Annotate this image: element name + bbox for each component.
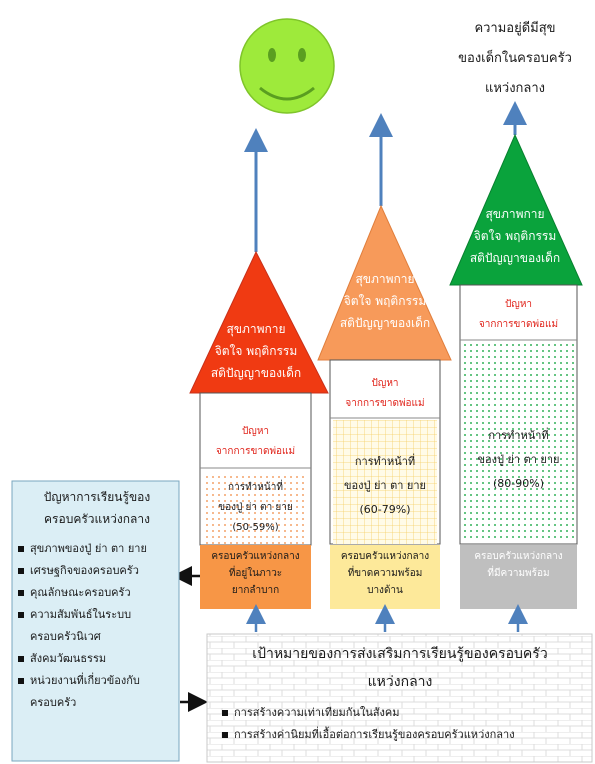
problem-1-line-1: ปัญหา (241, 426, 270, 437)
roof-2-line-1: สุขภาพกาย (355, 272, 415, 286)
problem-text-1: ปัญหา จากการขาดพ่อแม่ (200, 422, 311, 462)
goal-panel-title-2: แหว่งกลาง (367, 674, 433, 690)
grand-1-line-1: การทำหน้าที่ (228, 482, 283, 493)
grand-3-line-3: (80-90%) (493, 477, 544, 490)
problem-2-line-1: ปัญหา (371, 378, 399, 389)
left-list-item-text: ความสัมพันธ์ในระบบ (30, 608, 132, 621)
problem-text-2: ปัญหา จากการขาดพ่อแม่ (330, 374, 440, 414)
outcome-line-3: แหว่งกลาง (484, 81, 546, 96)
base-2-line-3: บางด้าน (367, 585, 403, 596)
grand-1-line-3: (50-59%) (232, 522, 279, 533)
goal-panel: เป้าหมายของการส่งเสริมการเรียนรู้ของครอบ… (212, 640, 588, 746)
roof-text-2: สุขภาพกาย จิตใจ พฤติกรรม สติปัญญาของเด็ก (326, 268, 444, 334)
left-list-item-text: ครอบครัวนิเวศ (30, 630, 101, 643)
roof-1-line-1: สุขภาพกาย (226, 322, 286, 336)
roof-2-line-2: จิตใจ พฤติกรรม (343, 294, 427, 308)
goal-panel-title-1: เป้าหมายของการส่งเสริมการเรียนรู้ของครอบ… (252, 646, 548, 662)
left-list-item-text: สังคมวัฒนธรรม (30, 652, 107, 665)
roof-text-1: สุขภาพกาย จิตใจ พฤติกรรม สติปัญญาของเด็ก (200, 318, 312, 384)
base-label-3: ครอบครัวแหว่งกลาง ที่มีความพร้อม (460, 548, 577, 582)
problem-1-line-2: จากการขาดพ่อแม่ (215, 446, 296, 457)
goal-list-item-text: การสร้างความเท่าเทียมกันในสังคม (234, 706, 400, 719)
problem-3-line-1: ปัญหา (504, 299, 533, 310)
base-2 (330, 545, 440, 609)
left-list-item-text: หน่วยงานที่เกี่ยวข้องกับ (30, 674, 140, 687)
bullet-icon (222, 732, 228, 738)
base-label-2: ครอบครัวแหว่งกลาง ที่ขาดความพร้อม บางด้า… (330, 548, 440, 599)
roof-3-line-3: สติปัญญาของเด็ก (469, 251, 561, 265)
base-2-line-2: ที่ขาดความพร้อม (347, 568, 423, 579)
base-3-line-2: ที่มีความพร้อม (487, 568, 550, 579)
grand-text-1: การทำหน้าที่ ของปู่ ย่า ตา ยาย (50-59%) (200, 478, 311, 538)
grand-3-line-1: การทำหน้าที่ (488, 429, 549, 442)
roof-3-line-1: สุขภาพกาย (485, 207, 545, 221)
left-list-item: สังคมวัฒนธรรม (18, 648, 176, 670)
outcome-line-2: ของเด็กในครอบครัว (458, 51, 572, 66)
roof-1-line-3: สติปัญญาของเด็ก (210, 366, 302, 380)
outcome-line-1: ความอยู่ดีมีสุข (474, 21, 556, 36)
base-1 (200, 545, 311, 609)
goal-panel-box (206, 633, 593, 763)
left-panel-list: สุขภาพของปู่ ย่า ตา ยาย เศรษฐกิจของครอบค… (18, 538, 176, 714)
grand-2-line-3: (60-79%) (359, 503, 411, 516)
base-3-line-1: ครอบครัวแหว่งกลาง (474, 551, 563, 562)
grand-text-3: การทำหน้าที่ ของปู่ ย่า ตา ยาย (80-90%) (460, 424, 577, 496)
goal-list-item-text: การสร้างค่านิยมที่เอื้อต่อการเรียนรู้ของ… (234, 728, 515, 741)
goal-panel-list: การสร้างความเท่าเทียมกันในสังคม การสร้าง… (222, 702, 588, 746)
roof-3-line-2: จิตใจ พฤติกรรม (473, 229, 557, 243)
left-list-item-text: คุณลักษณะครอบครัว (30, 586, 131, 599)
outcome-text: ความอยู่ดีมีสุข ของเด็กในครอบครัว แหว่งก… (435, 14, 595, 104)
base-label-1: ครอบครัวแหว่งกลาง ที่อยู่ในภาวะ ยากลำบาก (200, 548, 311, 599)
left-list-item: ครอบครัว (18, 692, 176, 714)
left-list-item: คุณลักษณะครอบครัว (18, 582, 176, 604)
left-panel: ปัญหาการเรียนรู้ของ ครอบครัวแหว่งกลาง สุ… (18, 486, 176, 714)
left-list-item: หน่วยงานที่เกี่ยวข้องกับ (18, 670, 176, 692)
bullet-icon (222, 710, 228, 716)
problem-text-3: ปัญหา จากการขาดพ่อแม่ (460, 295, 577, 335)
bullet-icon (18, 678, 24, 684)
base-2-line-1: ครอบครัวแหว่งกลาง (340, 551, 430, 562)
problem-3-line-2: จากการขาดพ่อแม่ (478, 319, 559, 330)
bullet-icon (18, 656, 24, 662)
left-list-item: ความสัมพันธ์ในระบบ (18, 604, 176, 626)
grand-text-2: การทำหน้าที่ ของปู่ ย่า ตา ยาย (60-79%) (330, 450, 440, 522)
left-list-item-text: สุขภาพของปู่ ย่า ตา ยาย (30, 542, 147, 555)
smiley-face-icon (239, 18, 335, 114)
left-panel-title-1: ปัญหาการเรียนรู้ของ (43, 490, 151, 504)
grand-1-line-2: ของปู่ ย่า ตา ยาย (218, 502, 293, 513)
bullet-icon (18, 612, 24, 618)
problem-2-line-2: จากการขาดพ่อแม่ (345, 398, 425, 409)
left-list-item: เศรษฐกิจของครอบครัว (18, 560, 176, 582)
grand-2-line-1: การทำหน้าที่ (354, 455, 416, 468)
grand-3-line-2: ของปู่ ย่า ตา ยาย (477, 453, 560, 466)
bullet-icon (18, 590, 24, 596)
roof-text-3: สุขภาพกาย จิตใจ พฤติกรรม สติปัญญาของเด็ก (458, 203, 572, 269)
left-list-item: ครอบครัวนิเวศ (18, 626, 176, 648)
bullet-icon (18, 546, 24, 552)
left-list-item: สุขภาพของปู่ ย่า ตา ยาย (18, 538, 176, 560)
base-3 (460, 545, 577, 609)
base-1-line-2: ที่อยู่ในภาวะ (228, 568, 283, 579)
left-list-item-text: เศรษฐกิจของครอบครัว (30, 564, 139, 577)
roof-1-line-2: จิตใจ พฤติกรรม (214, 344, 298, 358)
bullet-icon (18, 568, 24, 574)
left-list-item-text: ครอบครัว (30, 696, 77, 709)
grand-2-line-2: ของปู่ ย่า ตา ยาย (344, 479, 426, 492)
base-1-line-3: ยากลำบาก (231, 585, 280, 596)
left-panel-title-2: ครอบครัวแหว่งกลาง (44, 512, 150, 526)
roof-2-line-3: สติปัญญาของเด็ก (339, 316, 431, 330)
base-1-line-1: ครอบครัวแหว่งกลาง (211, 551, 300, 562)
goal-list-item: การสร้างค่านิยมที่เอื้อต่อการเรียนรู้ของ… (222, 724, 588, 746)
left-panel-box (11, 480, 180, 762)
goal-list-item: การสร้างความเท่าเทียมกันในสังคม (222, 702, 588, 724)
